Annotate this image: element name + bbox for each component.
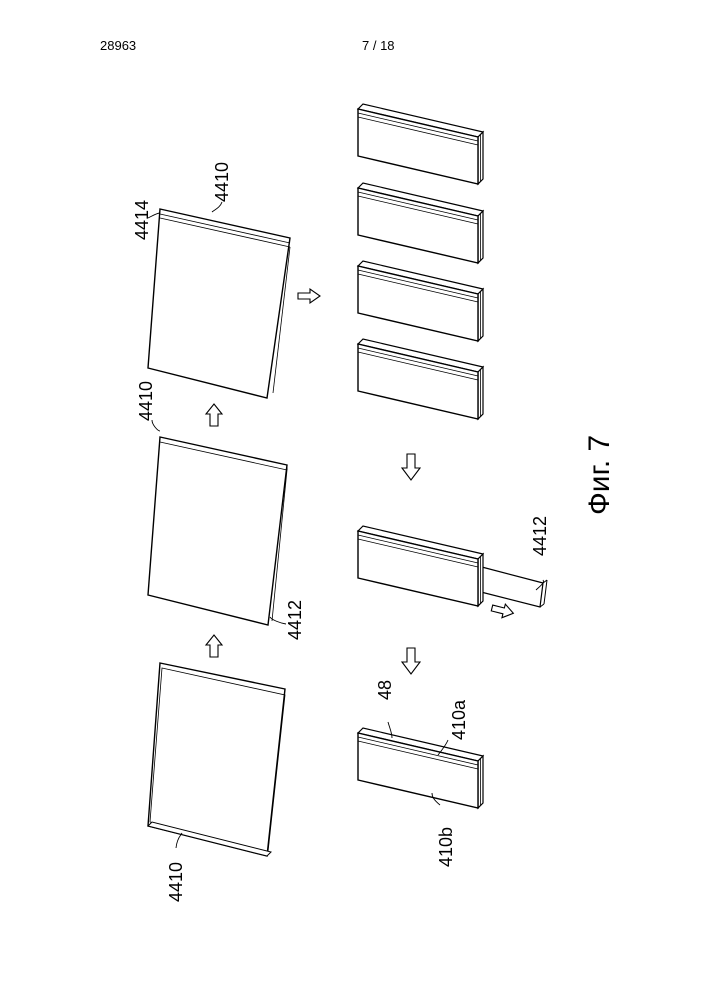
- cut-block-2: [358, 183, 483, 263]
- ref-label: 4410: [136, 381, 156, 421]
- sheet-middle: [148, 437, 287, 625]
- cut-block-1: [358, 104, 483, 184]
- ref-label: 4414: [132, 200, 152, 240]
- down-arrow-icon: [402, 648, 420, 674]
- ref-label: 4410: [212, 162, 232, 202]
- right-arrow-icon: [490, 601, 515, 620]
- strip-removal: [477, 566, 547, 607]
- ref-label: 48: [375, 680, 395, 700]
- ref-label: 4412: [530, 516, 550, 556]
- figure-caption: Фиг. 7: [583, 435, 616, 515]
- down-arrow-icon: [402, 454, 420, 480]
- ref-label: 410a: [449, 699, 469, 740]
- ref-label: 4412: [285, 600, 305, 640]
- ref-label: 4410: [166, 862, 186, 902]
- up-arrow-icon: [206, 404, 222, 426]
- cut-block-3: [358, 261, 483, 341]
- right-arrow-icon: [298, 289, 320, 303]
- sheet-bottom: [148, 663, 285, 856]
- leader-line: [212, 202, 222, 212]
- cut-block-4: [358, 339, 483, 419]
- ref-label: 410b: [436, 827, 456, 867]
- sheet-top: [148, 209, 290, 398]
- leader-line: [176, 833, 182, 848]
- block-with-strip: [358, 526, 483, 606]
- up-arrow-icon: [206, 635, 222, 657]
